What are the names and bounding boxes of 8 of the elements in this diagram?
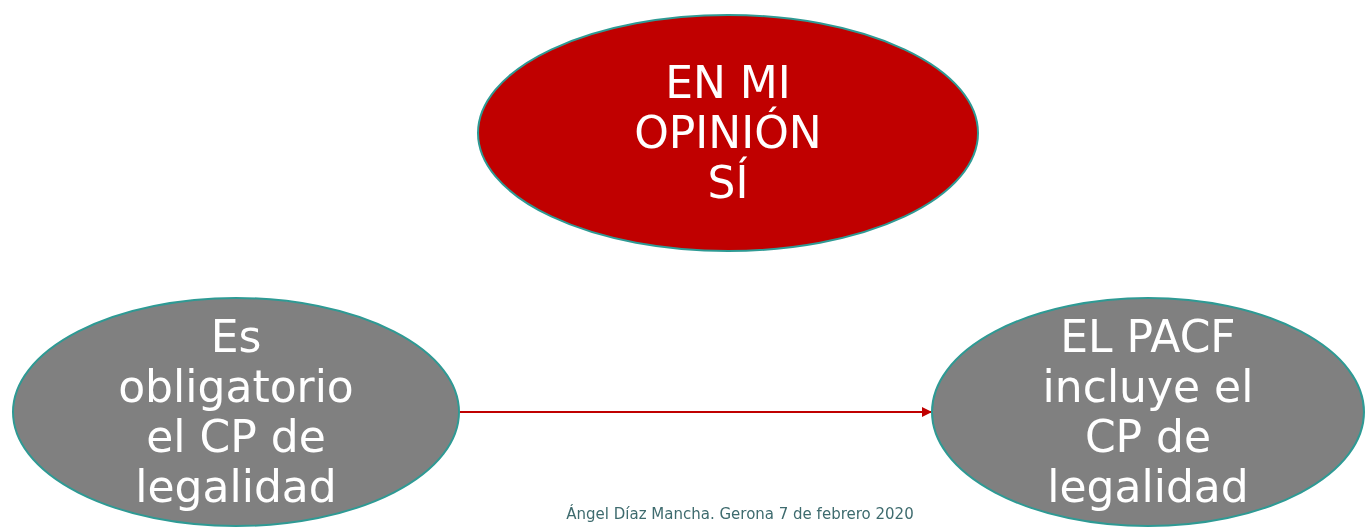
footer-note: Ángel Díaz Mancha. Gerona 7 de febrero 2020 xyxy=(565,505,915,523)
node-text: EN MI OPINIÓN SÍ xyxy=(633,57,823,209)
ellipse-node xyxy=(12,297,460,527)
ellipse-node xyxy=(477,14,979,252)
ellipse-node xyxy=(931,297,1365,527)
node-text: Es obligatorio el CP de legalidad xyxy=(117,311,355,513)
arrow xyxy=(459,407,932,417)
node-text: EL PACF incluye el CP de legalidad xyxy=(1041,311,1255,513)
